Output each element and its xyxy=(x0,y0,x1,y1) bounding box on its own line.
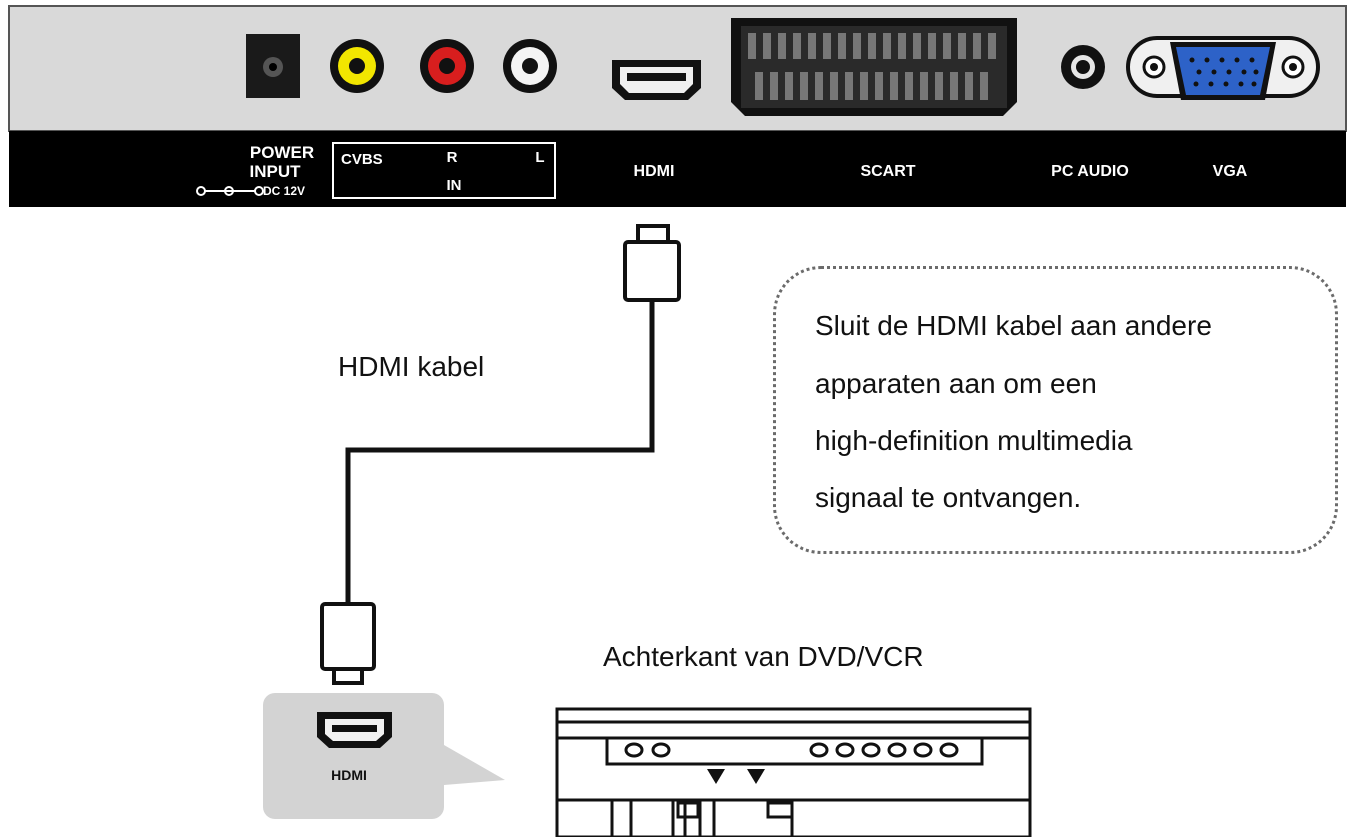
rca-white-icon xyxy=(503,39,557,93)
rca-yellow-icon xyxy=(330,39,384,93)
hdmi-callout: HDMI xyxy=(263,693,505,819)
note-line-2: apparaten aan om een xyxy=(815,368,1097,399)
audio-in-bracket xyxy=(332,142,556,199)
device-caption: Achterkant van DVD/VCR xyxy=(603,641,924,672)
vga-label: VGA xyxy=(1213,163,1248,180)
input-label: INPUT xyxy=(250,162,302,181)
dc-polarity-icon xyxy=(196,186,264,196)
device-jack-icons xyxy=(624,742,959,758)
in-label: IN xyxy=(447,177,462,194)
pc-audio-jack-icon xyxy=(1061,45,1105,89)
hdmi-plug-bottom-icon xyxy=(320,602,376,685)
note-line-1: Sluit de HDMI kabel aan andere xyxy=(815,310,1212,341)
dc-label: DC 12V xyxy=(263,184,305,198)
label-bar xyxy=(9,131,1346,207)
device-arrow-icons xyxy=(707,769,765,784)
power-label: POWER xyxy=(250,143,314,162)
note-line-3: high-definition multimedia xyxy=(815,425,1133,456)
note-box xyxy=(773,266,1338,554)
hdmi-port-icon xyxy=(612,60,701,100)
r-label: R xyxy=(447,149,458,166)
dvd-vcr-back xyxy=(555,707,1032,837)
scart-connector-icon xyxy=(731,18,1017,116)
cvbs-label: CVBS xyxy=(341,151,383,168)
power-jack-icon xyxy=(246,34,300,98)
rca-red-icon xyxy=(420,39,474,93)
hdmi-cable-label: HDMI kabel xyxy=(338,351,485,382)
hdmi-panel-label: HDMI xyxy=(634,163,675,180)
pc-audio-label: PC AUDIO xyxy=(1051,163,1129,180)
l-label: L xyxy=(535,149,544,166)
note-line-4: signaal te ontvangen. xyxy=(815,482,1082,513)
scart-label: SCART xyxy=(860,163,915,180)
device-hdmi-label: HDMI xyxy=(331,767,367,783)
vga-port-icon xyxy=(1126,36,1320,100)
hdmi-cable xyxy=(345,300,655,604)
hdmi-plug-top-icon xyxy=(623,224,681,302)
